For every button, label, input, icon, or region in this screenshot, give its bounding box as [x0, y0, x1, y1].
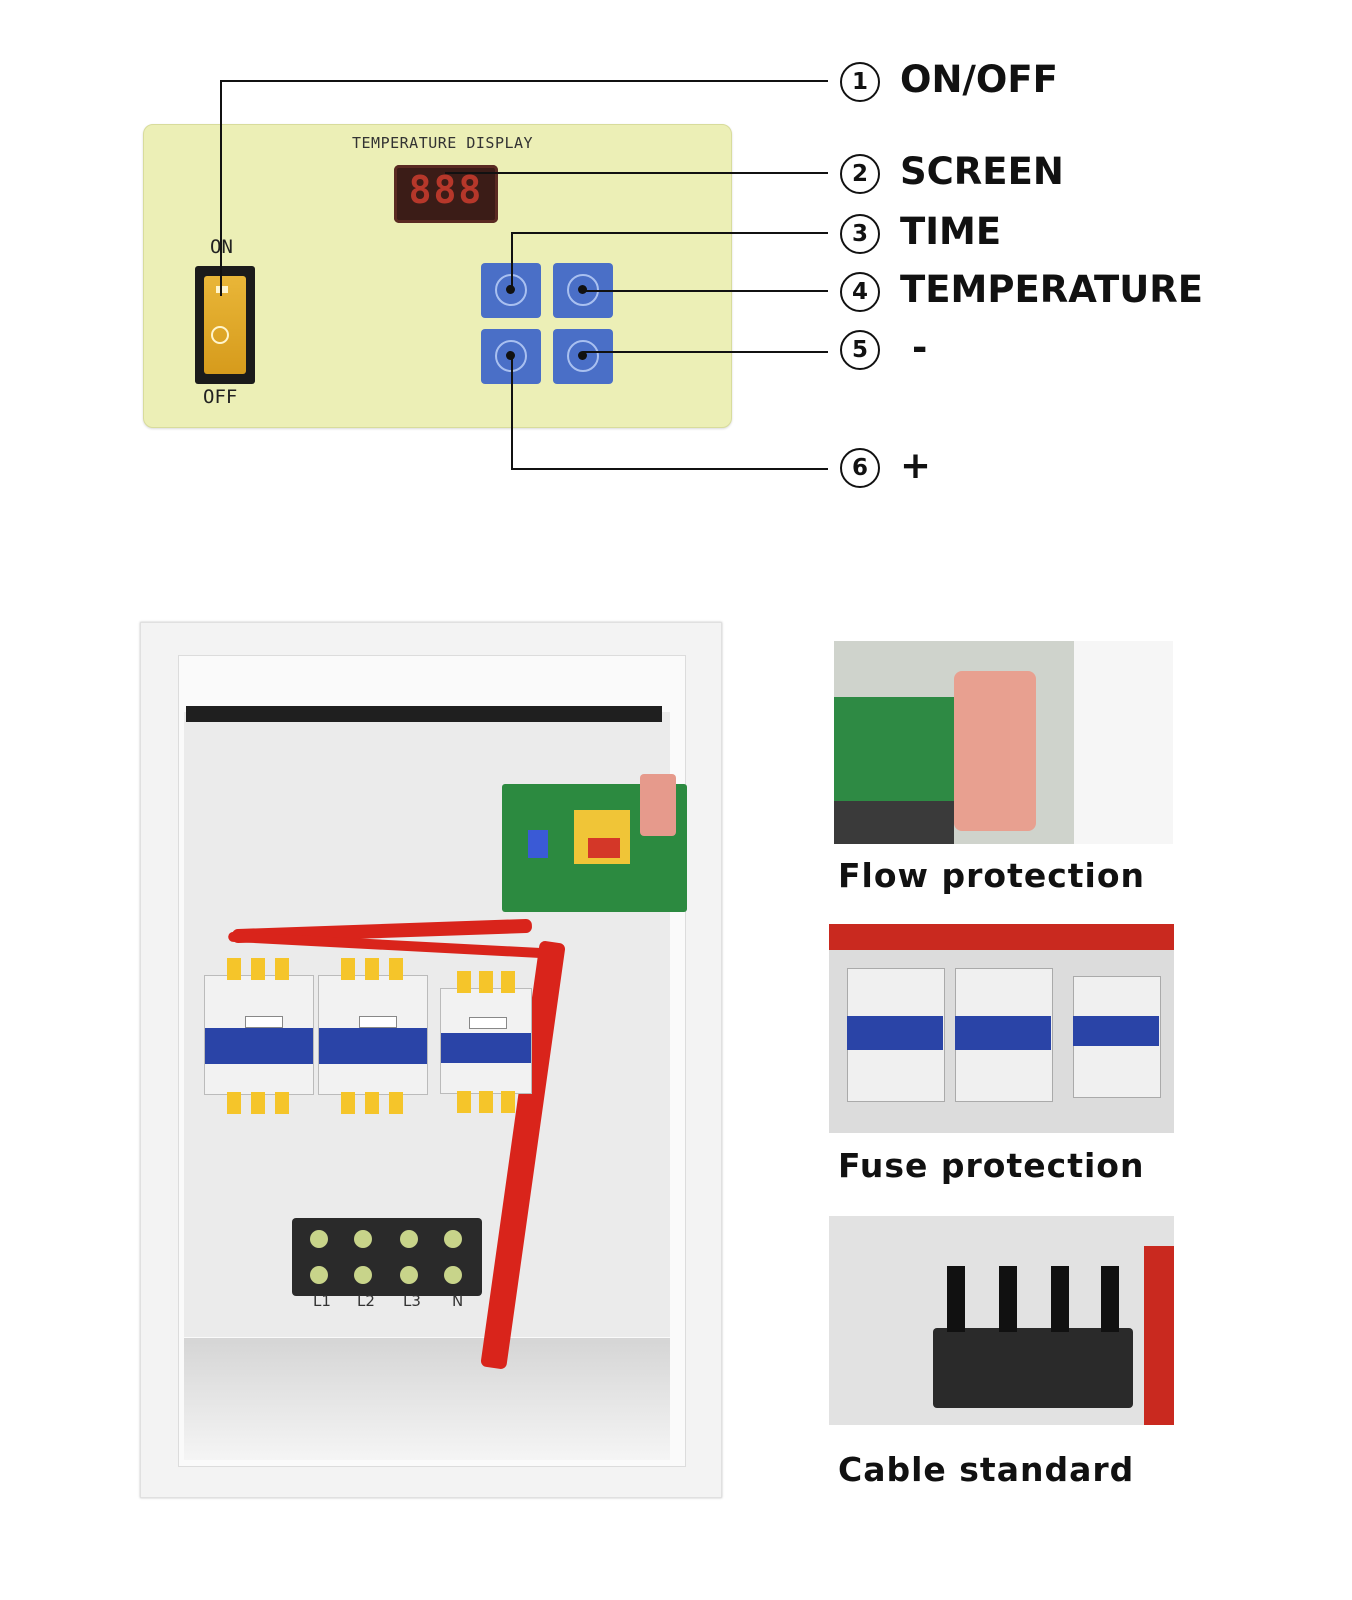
- leader-line-onoff-vertical: [220, 80, 222, 296]
- fuse-protection-photo: [829, 924, 1174, 1133]
- leader-line-time: [511, 232, 828, 234]
- transformer-core: [588, 838, 620, 858]
- terminal-label-l2: L2: [357, 1292, 375, 1310]
- callout-label: TEMPERATURE: [900, 268, 1204, 311]
- switch-off-mark: [211, 326, 229, 344]
- callout-time: 3 TIME: [840, 210, 1001, 254]
- callout-label: +: [900, 444, 932, 487]
- callout-label: ON/OFF: [900, 58, 1058, 101]
- top-rail: [186, 706, 662, 722]
- callout-number: 2: [840, 153, 880, 194]
- leader-line-plus-vertical: [511, 356, 513, 468]
- terminal-label-l3: L3: [403, 1292, 421, 1310]
- callout-number: 4: [840, 271, 880, 312]
- switch-off-label: OFF: [203, 386, 238, 408]
- flow-protection-photo: [834, 641, 1173, 844]
- terminal-block: [292, 1218, 482, 1296]
- callout-label: -: [912, 326, 928, 369]
- temperature-screen: [394, 165, 498, 223]
- caption-flow-protection: Flow protection: [838, 856, 1146, 895]
- contactor: [440, 971, 532, 1113]
- callout-number: 5: [840, 329, 880, 370]
- leader-line-time-vertical: [511, 232, 513, 290]
- callout-minus: 5-: [840, 326, 927, 370]
- callout-screen: 2 SCREEN: [840, 150, 1064, 194]
- callout-number: 6: [840, 447, 880, 488]
- relay: [528, 830, 548, 858]
- callout-number: 3: [840, 213, 880, 254]
- bottom-tray: [184, 1338, 670, 1460]
- caption-cable-standard: Cable standard: [838, 1450, 1135, 1489]
- callout-label: TIME: [900, 210, 1002, 253]
- callout-plus: 6+: [840, 444, 931, 488]
- caption-fuse-protection: Fuse protection: [838, 1146, 1145, 1185]
- screen-digits: 888: [408, 168, 484, 212]
- leader-line-onoff: [220, 80, 828, 82]
- callout-onoff: 1 ON/OFF: [840, 58, 1058, 102]
- leader-line-temperature: [583, 290, 828, 292]
- callout-temperature: 4 TEMPERATURE: [840, 268, 1203, 312]
- contactor: [204, 958, 314, 1114]
- callout-label: SCREEN: [900, 150, 1064, 193]
- cable-standard-photo: [829, 1216, 1174, 1425]
- flow-protection-device: [640, 774, 676, 836]
- panel-title: TEMPERATURE DISPLAY: [352, 134, 534, 152]
- callout-number: 1: [840, 61, 880, 102]
- minus-button[interactable]: [553, 329, 613, 384]
- terminal-label-n: N: [452, 1292, 464, 1310]
- leader-line-plus: [511, 468, 828, 470]
- terminal-label-l1: L1: [313, 1292, 331, 1310]
- leader-line-screen: [445, 172, 828, 174]
- leader-line-minus: [583, 351, 828, 353]
- contactor: [318, 958, 428, 1114]
- switch-on-mark: [216, 286, 228, 293]
